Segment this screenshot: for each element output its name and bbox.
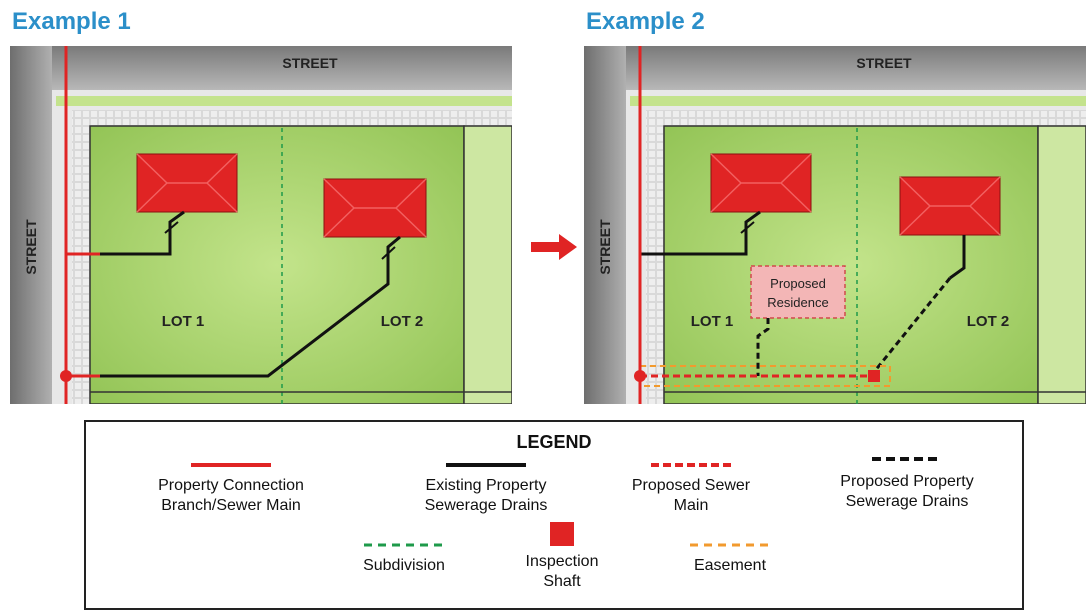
proposed-drain-lot2 bbox=[872, 277, 952, 373]
lot2-label: LOT 2 bbox=[381, 313, 424, 330]
legend-label-line2: Sewerage Drains bbox=[424, 497, 548, 514]
legend-label-line2: Shaft bbox=[543, 573, 581, 590]
existing-drain-lot2 bbox=[949, 235, 966, 280]
legend-box: LEGEND Property Connection Branch/Sewer … bbox=[84, 420, 1024, 610]
lot1-label: LOT 1 bbox=[691, 313, 734, 330]
street-top-label: STREET bbox=[856, 55, 912, 71]
legend-item-proposed-drains: Proposed Property Sewerage Drains bbox=[804, 454, 1010, 512]
legend-label-line1: Property Connection bbox=[158, 477, 304, 494]
dashed-orange-line-icon bbox=[690, 543, 770, 547]
street-side-label: STREET bbox=[23, 219, 39, 275]
house-lot2-icon bbox=[899, 176, 1001, 236]
street-top-label: STREET bbox=[282, 55, 338, 71]
legend-item-proposed-sewer: Proposed Sewer Main bbox=[606, 460, 776, 516]
legend-label-line2: Main bbox=[673, 497, 709, 514]
legend-label-line1: Subdivision bbox=[363, 557, 445, 574]
house-lot1-icon bbox=[710, 153, 812, 213]
street-side bbox=[10, 46, 52, 404]
proposed-drain-lot1 bbox=[756, 318, 770, 376]
existing-drain-lot2 bbox=[65, 235, 401, 378]
legend-title: LEGEND bbox=[516, 432, 592, 452]
legend-item-existing-drains: Existing Property Sewerage Drains bbox=[386, 460, 586, 516]
legend-label-line2: Branch/Sewer Main bbox=[161, 497, 301, 514]
example-1-title: Example 1 bbox=[12, 8, 131, 35]
example-2-title: Example 2 bbox=[586, 8, 705, 35]
dotted-green-line-icon bbox=[364, 543, 444, 547]
street-top bbox=[584, 46, 1086, 90]
house-lot2-icon bbox=[323, 178, 427, 238]
street-top bbox=[10, 46, 512, 90]
legend-item-easement: Easement bbox=[660, 540, 800, 576]
legend-label-line1: Inspection bbox=[525, 553, 599, 570]
house-lot1-icon bbox=[136, 153, 238, 213]
dashed-black-line-icon bbox=[872, 457, 942, 461]
legend-label-line1: Proposed Property bbox=[840, 473, 974, 490]
red-square-icon bbox=[550, 522, 574, 546]
existing-drain-lot1 bbox=[65, 210, 185, 256]
lot1-label: LOT 1 bbox=[162, 313, 205, 330]
street-side bbox=[584, 46, 626, 404]
dashed-red-line-icon bbox=[651, 463, 731, 467]
existing-drain-lot1 bbox=[639, 210, 761, 256]
example-2-diagram: STREET STREET Proposed Residence LOT 1 L… bbox=[584, 46, 1086, 404]
street-side-label: STREET bbox=[597, 219, 613, 275]
proposed-residence-label-1: Proposed bbox=[770, 276, 826, 291]
solid-black-line-icon bbox=[446, 463, 526, 467]
arrow-right-icon bbox=[531, 232, 579, 267]
connection-point bbox=[634, 370, 646, 382]
example-1-diagram: STREET STREET LOT 1 LOT 2 bbox=[10, 46, 512, 404]
solid-red-line-icon bbox=[191, 463, 271, 467]
inspection-shaft bbox=[868, 370, 880, 382]
proposed-residence bbox=[750, 265, 846, 319]
legend-item-subdivision: Subdivision bbox=[334, 540, 474, 576]
legend-item-inspection-shaft: Inspection Shaft bbox=[502, 522, 622, 592]
legend-label-line1: Existing Property bbox=[425, 477, 547, 494]
lot2-label: LOT 2 bbox=[967, 313, 1010, 330]
legend-label-line1: Proposed Sewer bbox=[631, 477, 751, 494]
legend-label-line1: Easement bbox=[693, 557, 767, 574]
legend-label-line2: Sewerage Drains bbox=[845, 493, 969, 510]
connection-point bbox=[60, 370, 72, 382]
proposed-residence-label-2: Residence bbox=[767, 295, 828, 310]
legend-item-property-connection: Property Connection Branch/Sewer Main bbox=[126, 460, 336, 516]
